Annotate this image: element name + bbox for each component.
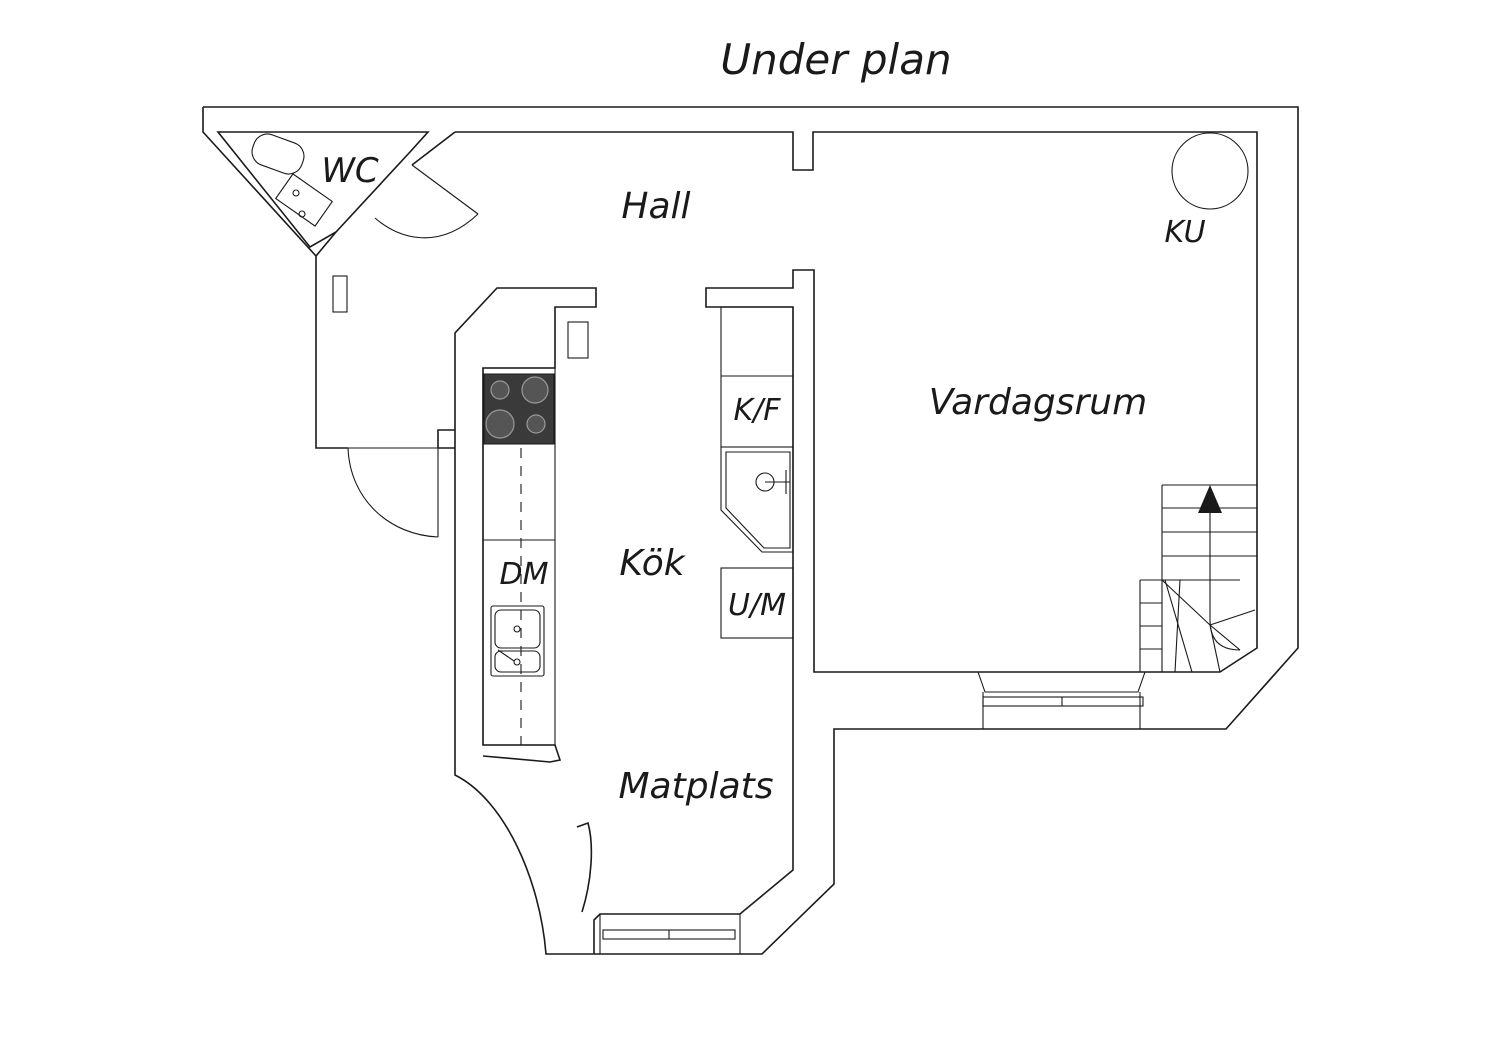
room-label-um: U/M	[728, 588, 786, 623]
kitchen-counter-right: K/F U/M Kök	[619, 306, 794, 639]
room-label-ku: KU	[1164, 215, 1205, 250]
dining-bay: Matplats	[576, 766, 774, 954]
ku-heater: KU	[1164, 132, 1249, 250]
room-label-hall: Hall	[621, 186, 690, 227]
round-stove-icon	[1171, 132, 1249, 210]
kitchen-counter-left: DM	[454, 287, 597, 763]
living-room: Vardagsrum	[929, 382, 1147, 729]
entrance-door	[347, 429, 455, 538]
room-label-matplats: Matplats	[618, 766, 773, 807]
wc-sink-icon	[274, 173, 334, 227]
room-label-kok: Kök	[619, 543, 686, 584]
hall-walls: Hall	[315, 131, 1258, 954]
window-icon	[982, 696, 1144, 707]
room-label-dm: DM	[500, 557, 549, 592]
staircase	[1139, 484, 1257, 673]
room-label-kf: K/F	[733, 393, 781, 428]
wc-room: WC	[216, 131, 479, 249]
room-label-wc: WC	[321, 151, 379, 191]
toilet-icon	[251, 133, 305, 175]
outer-walls	[202, 106, 1299, 955]
arrow-up-icon	[1198, 485, 1222, 513]
kitchen-sink-icon	[490, 605, 545, 677]
corner-sink-icon	[720, 446, 794, 553]
plan-title: Under plan	[720, 35, 951, 84]
room-label-vardagsrum: Vardagsrum	[929, 382, 1147, 423]
